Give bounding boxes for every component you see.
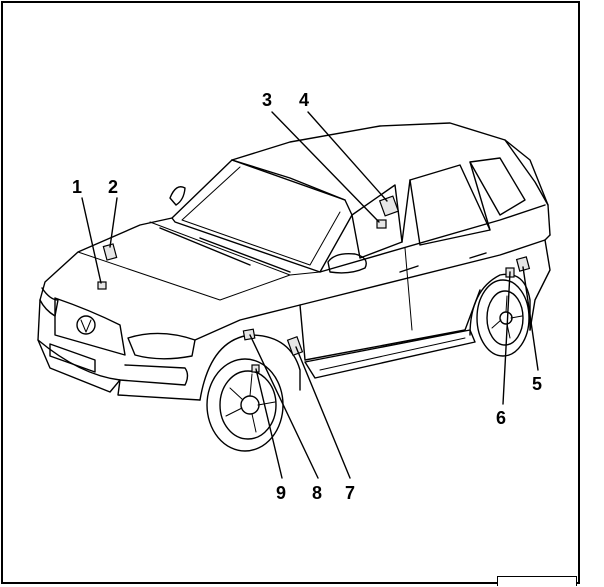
leader-line-1	[81, 197, 102, 284]
callout-5: 5	[532, 374, 542, 394]
leader-line-7	[295, 346, 351, 479]
part-marker-1	[97, 281, 107, 290]
part-marker-4	[378, 195, 400, 217]
callout-1: 1	[72, 177, 82, 197]
callout-8: 8	[312, 483, 322, 503]
leader-line-3	[271, 111, 380, 223]
leader-line-2	[109, 197, 118, 248]
callout-4: 4	[299, 90, 309, 110]
car-drawing	[37, 122, 551, 452]
callout-2: 2	[108, 177, 118, 197]
callout-9: 9	[276, 483, 286, 503]
callout-6: 6	[496, 408, 506, 428]
leader-line-5	[522, 266, 539, 371]
leader-line-4	[307, 111, 388, 202]
part-marker-5	[515, 256, 531, 272]
part-marker-8	[242, 328, 256, 341]
leader-lines	[81, 111, 539, 479]
callout-3: 3	[262, 90, 272, 110]
leader-line-9	[255, 368, 283, 479]
leader-line-6	[502, 271, 511, 405]
callout-7: 7	[345, 483, 355, 503]
part-marker-2	[102, 243, 118, 261]
leader-line-8	[249, 334, 319, 479]
part-markers	[97, 195, 531, 373]
part-marker-3	[376, 219, 387, 229]
part-marker-9	[251, 364, 260, 373]
callout-labels: 1 2 3 4 5 6 7 8 9	[72, 90, 542, 503]
part-marker-7	[286, 336, 304, 356]
page-tab	[497, 576, 577, 586]
